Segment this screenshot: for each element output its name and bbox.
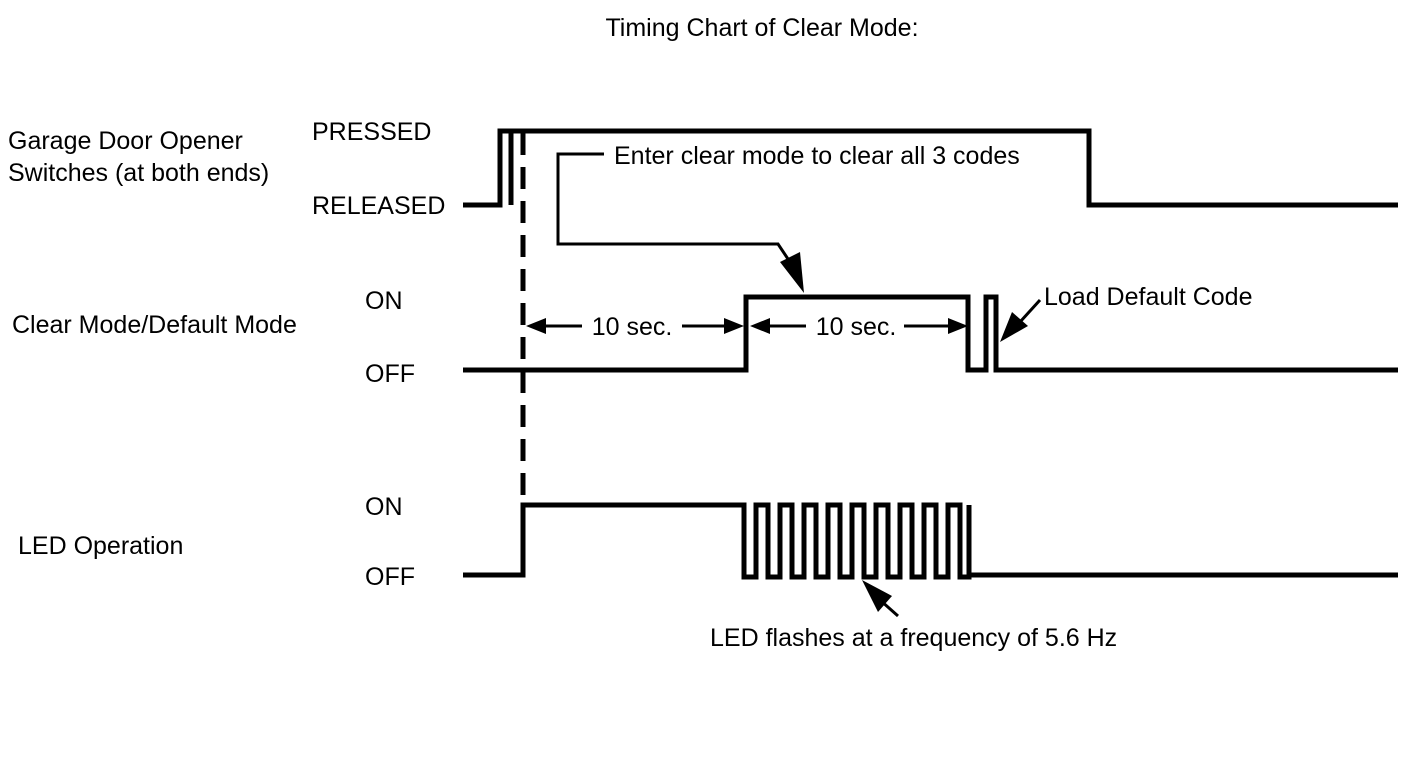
enter-clear-callout bbox=[556, 152, 804, 293]
led-flash-callout bbox=[862, 580, 899, 618]
led-flash-annotation: LED flashes at a frequency of 5.6 Hz bbox=[710, 624, 1117, 652]
led-high-level-label: ON bbox=[365, 493, 403, 521]
interval-1-dimension bbox=[526, 318, 744, 334]
mode-row-label: Clear Mode/Default Mode bbox=[12, 311, 297, 339]
load-default-annotation: Load Default Code bbox=[1044, 283, 1252, 311]
load-default-callout bbox=[1000, 298, 1042, 342]
load-default-arrowhead bbox=[1000, 312, 1028, 342]
switch-high-level-label: PRESSED bbox=[312, 118, 431, 146]
interval-1-label: 10 sec. bbox=[592, 313, 673, 341]
interval-2-label: 10 sec. bbox=[816, 313, 897, 341]
led-row-label: LED Operation bbox=[18, 532, 183, 560]
led-low-level-label: OFF bbox=[365, 563, 415, 591]
switch-low-level-label: RELEASED bbox=[312, 192, 445, 220]
enter-clear-arrowhead bbox=[780, 252, 804, 293]
mode-low-level-label: OFF bbox=[365, 360, 415, 388]
led-waveform bbox=[463, 502, 1398, 580]
mode-high-level-label: ON bbox=[365, 287, 403, 315]
switch-row-label-line-2: Switches (at both ends) bbox=[8, 159, 269, 187]
enter-clear-annotation: Enter clear mode to clear all 3 codes bbox=[614, 142, 1020, 170]
chart-title: Timing Chart of Clear Mode: bbox=[605, 14, 918, 42]
switch-waveform bbox=[463, 128, 1398, 208]
led-flash-arrowhead bbox=[862, 580, 892, 612]
interval-2-dimension bbox=[750, 318, 968, 334]
switch-row-label-line-1: Garage Door Opener bbox=[8, 127, 243, 155]
mode-waveform bbox=[463, 294, 1398, 373]
